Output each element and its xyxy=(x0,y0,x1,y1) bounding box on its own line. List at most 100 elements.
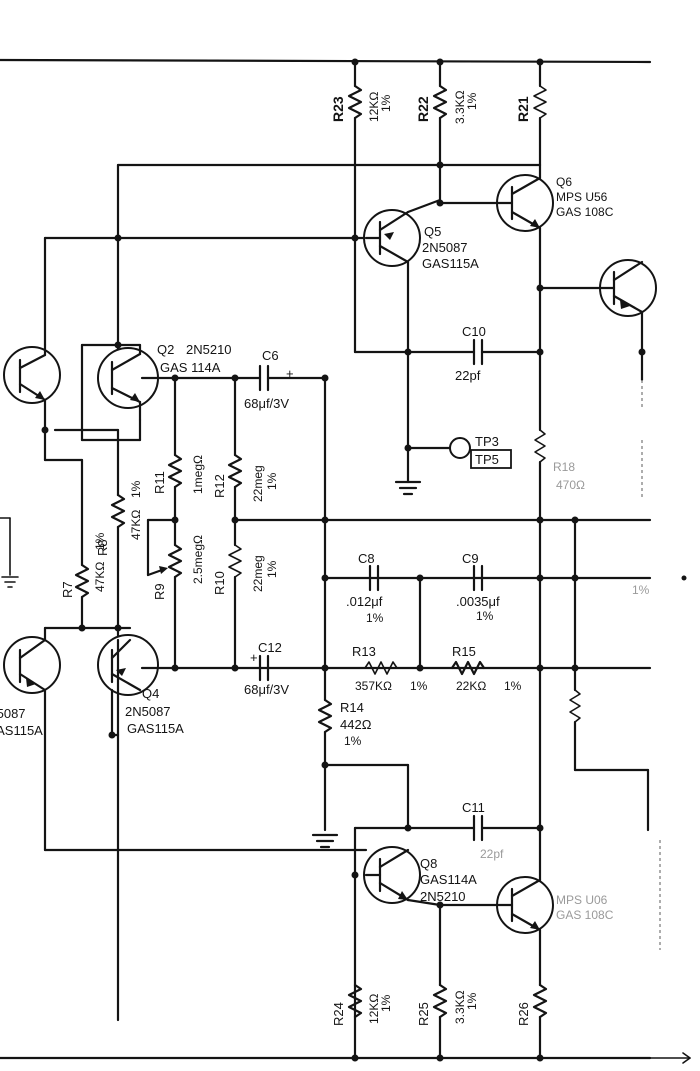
r26-ref: R26 xyxy=(516,1002,531,1026)
r22-ref: R22 xyxy=(415,96,431,122)
q2-part: 2N5210 xyxy=(186,342,232,357)
r11-resistor xyxy=(167,376,183,517)
r23-value: 12KΩ xyxy=(367,92,381,122)
r12-ref: R12 xyxy=(212,474,227,498)
r18-value: 470Ω xyxy=(556,478,585,492)
c12-plus: + xyxy=(250,650,258,665)
c9-capacitor xyxy=(472,564,484,592)
c8-ref: C8 xyxy=(358,551,375,566)
c6-plus: + xyxy=(286,366,294,381)
q8-transistor xyxy=(363,846,442,907)
r8-ref: R8 xyxy=(95,539,110,556)
c8-value: .012μf xyxy=(346,594,383,609)
tp5-label: TP5 xyxy=(475,452,499,467)
r25-value: 3.3KΩ xyxy=(453,990,467,1024)
r9-ref: R9 xyxy=(152,583,167,600)
q6-code: GAS 108C xyxy=(556,205,614,219)
r25-resistor xyxy=(432,903,448,1060)
r18-resistor xyxy=(534,429,546,522)
right-output-transistor xyxy=(538,259,657,410)
tp3-test-point xyxy=(394,437,471,496)
c9-tol: 1% xyxy=(476,609,494,623)
q2-code: GAS 114A xyxy=(160,360,221,375)
r15-value: 22KΩ xyxy=(456,679,486,693)
junction-dots xyxy=(41,58,687,1062)
r23-tol: 1% xyxy=(379,94,393,112)
q6-transistor xyxy=(438,163,554,432)
c8-capacitor xyxy=(368,564,380,592)
r13-value: 357KΩ xyxy=(355,679,392,693)
r23-ref: R23 xyxy=(330,96,346,122)
q5-transistor xyxy=(363,198,442,452)
q2-ref: Q2 xyxy=(157,342,174,357)
c10-capacitor xyxy=(353,236,542,366)
left-partial-transistor-top xyxy=(3,343,61,462)
r24-resistor xyxy=(347,983,363,1019)
q5-ref: Q5 xyxy=(424,224,441,239)
c11-value: 22pf xyxy=(480,847,504,861)
q7-transistor xyxy=(438,826,554,987)
top-supply-rail xyxy=(0,58,652,64)
r18-ref: R18 xyxy=(553,460,575,474)
r10-value: 22meg xyxy=(251,555,265,592)
r24-ref: R24 xyxy=(331,1002,346,1026)
r24-tol: 1% xyxy=(379,994,393,1012)
q4-transistor xyxy=(97,634,177,1022)
r7-tol: 1% xyxy=(93,532,107,550)
c12-capacitor xyxy=(258,654,270,682)
q7-part: MPS U06 xyxy=(556,893,608,907)
r13-ref: R13 xyxy=(352,644,376,659)
q2-transistor xyxy=(80,343,262,442)
r21-ref: R21 xyxy=(515,96,531,122)
r14-value: 442Ω xyxy=(340,717,372,732)
r8-tol: 1% xyxy=(129,480,143,498)
r11-ref: R11 xyxy=(152,471,167,494)
c6-ref: C6 xyxy=(262,348,279,363)
r14-tol: 1% xyxy=(344,734,362,748)
r14-resistor xyxy=(311,698,410,849)
q4-ref: Q4 xyxy=(142,686,159,701)
r22-tol: 1% xyxy=(465,92,479,110)
c6-capacitor xyxy=(258,364,327,702)
q7-code: GAS 108C xyxy=(556,908,614,922)
r25-ref: R25 xyxy=(416,1002,431,1026)
c9-value: .0035μf xyxy=(456,594,500,609)
tp5-box xyxy=(470,449,512,469)
r7-resistor xyxy=(74,458,90,630)
r24-value: 12KΩ xyxy=(367,994,381,1024)
c10-ref: C10 xyxy=(462,324,486,339)
c12-value: 68μf/3V xyxy=(244,682,289,697)
q8-code: GAS114A xyxy=(420,872,477,887)
r10-ref: R10 xyxy=(212,571,227,595)
right-partial-pct: 1% xyxy=(632,583,650,597)
r22-value: 3.3KΩ xyxy=(453,90,467,124)
r15-tol: 1% xyxy=(504,679,522,693)
c6-value: 68μf/3V xyxy=(244,396,289,411)
q5-part: 2N5087 xyxy=(422,240,468,255)
r11-value: 1megΩ xyxy=(191,455,205,494)
c10-value: 22pf xyxy=(455,368,481,383)
q6-ref: Q6 xyxy=(556,175,572,189)
left-partial-part: 2N5087 xyxy=(0,706,26,721)
r12-resistor xyxy=(227,376,243,547)
r15-resistor xyxy=(450,660,486,676)
tp3-label: TP3 xyxy=(475,434,499,449)
r25-tol: 1% xyxy=(465,992,479,1010)
c11-ref: C11 xyxy=(462,800,485,815)
r8-value: 47KΩ xyxy=(129,510,143,540)
left-partial-transistor-bottom xyxy=(3,626,61,852)
r26-resistor xyxy=(532,983,548,1060)
left-partial-code: GAS115A xyxy=(0,723,43,738)
r22-resistor xyxy=(432,60,448,202)
c12-ref: C12 xyxy=(258,640,282,655)
r21-resistor xyxy=(533,60,547,167)
r7-ref: R7 xyxy=(60,581,75,598)
q4-part: 2N5087 xyxy=(125,704,171,719)
q8-ref: Q8 xyxy=(420,856,437,871)
c11-capacitor xyxy=(353,814,542,1060)
q4-code: GAS115A xyxy=(127,721,184,736)
r23-resistor xyxy=(347,60,363,240)
q5-code: GAS115A xyxy=(422,256,479,271)
r9-value: 2.5megΩ xyxy=(191,535,205,584)
